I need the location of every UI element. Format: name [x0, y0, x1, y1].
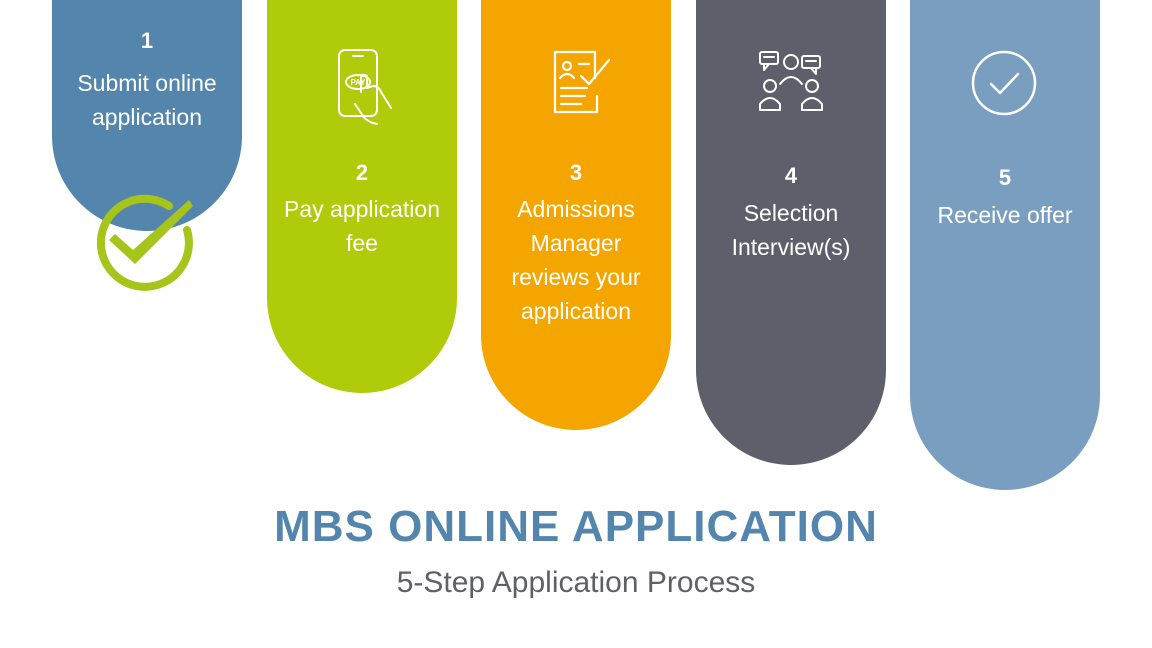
page-title: MBS ONLINE APPLICATION — [274, 502, 878, 551]
step-4-label: Selection Interview(s) — [731, 200, 851, 260]
step-2-pill: PAY 2 Pay application fee — [267, 0, 457, 393]
step-3-number: 3 — [569, 160, 583, 185]
svg-text:PAY: PAY — [350, 78, 366, 87]
step-3-label: Admissions Manager reviews your applicat… — [511, 196, 641, 324]
step-4-pill: 4 Selection Interview(s) — [696, 0, 886, 465]
step-2-number: 2 — [355, 160, 369, 185]
green-checkmark-icon — [96, 194, 193, 291]
interview-people-icon — [759, 51, 823, 111]
step-4-number: 4 — [784, 163, 798, 188]
step-1-number: 1 — [140, 28, 154, 53]
step-5-pill: 5 Receive offer — [910, 0, 1100, 490]
step-5-label: Receive offer — [937, 202, 1073, 228]
step-1-label: Submit online application — [77, 70, 217, 130]
document-check-icon — [553, 50, 611, 114]
step-3-pill: 3 Admissions Manager reviews your applic… — [481, 0, 671, 430]
page-subtitle: 5-Step Application Process — [396, 566, 756, 599]
step-1-pill: 1 Submit online application — [52, 0, 242, 231]
step-5-number: 5 — [998, 165, 1012, 190]
pay-phone-icon: PAY — [338, 49, 392, 125]
check-circle-icon — [971, 50, 1037, 116]
step-2-label: Pay application fee — [284, 196, 440, 256]
